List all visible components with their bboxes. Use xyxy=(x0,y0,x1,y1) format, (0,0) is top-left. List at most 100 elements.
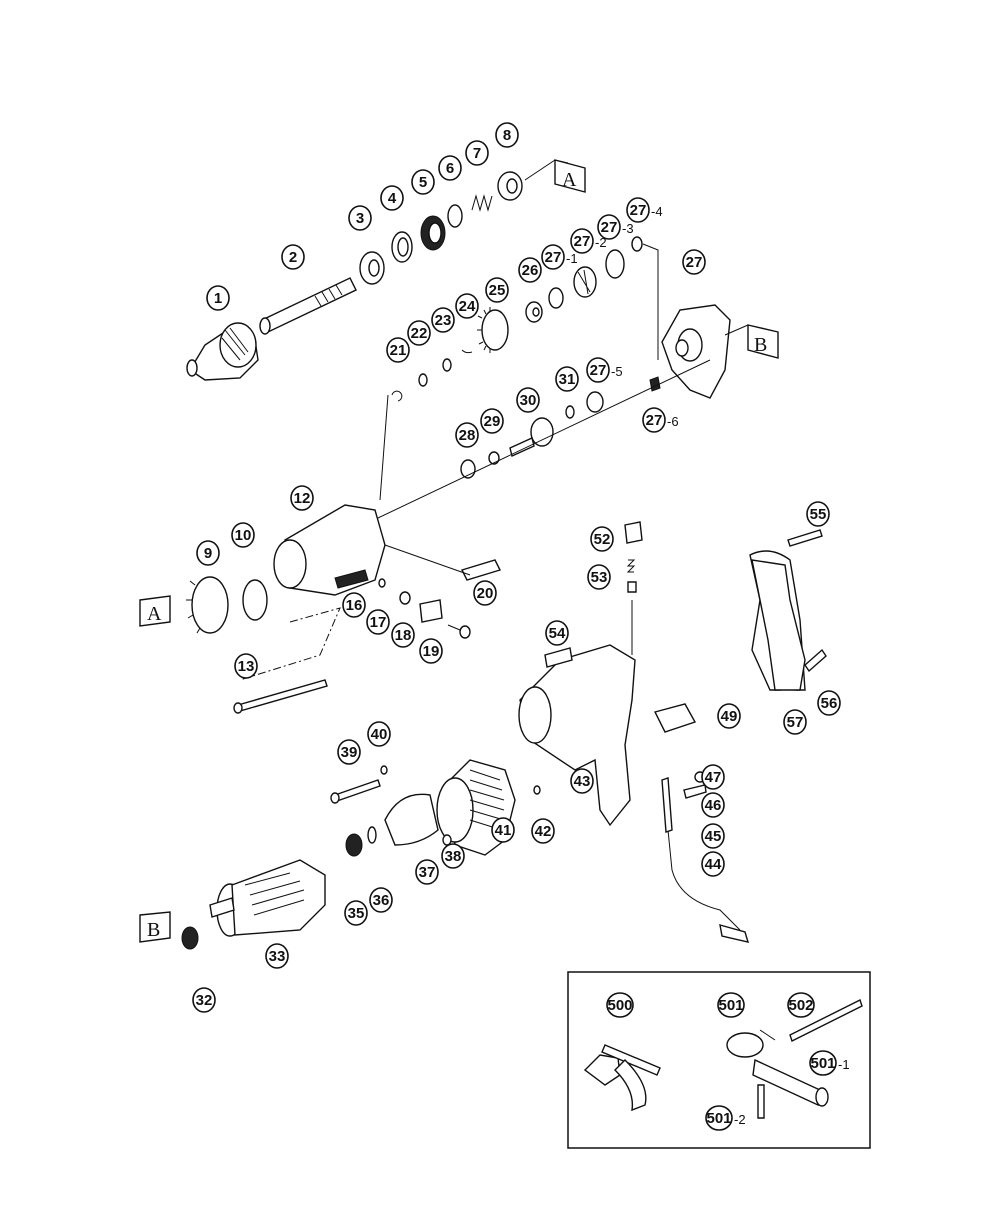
callout-27-4: 27-4 xyxy=(626,197,663,223)
part-19-screw xyxy=(447,624,471,639)
callout-suffix: -2 xyxy=(734,1112,746,1127)
callout-27-2: 27-2 xyxy=(570,228,607,254)
callout-circle xyxy=(541,244,565,270)
callout-27-5: 27-5 xyxy=(586,357,623,383)
callout-circle xyxy=(391,622,415,648)
part-5-bearing xyxy=(420,215,446,251)
callout-number: 39 xyxy=(341,744,358,761)
callout-circle xyxy=(817,690,841,716)
callout-suffix: -3 xyxy=(622,221,634,236)
callout-25: 25 xyxy=(485,277,509,303)
callout-21: 21 xyxy=(386,337,410,363)
callout-circle xyxy=(783,709,807,735)
callout-number: 27 xyxy=(686,254,703,271)
callout-suffix: -1 xyxy=(838,1057,850,1072)
callout-37: 37 xyxy=(415,859,439,885)
callout-number: 53 xyxy=(591,569,608,586)
callout-number: 3 xyxy=(356,210,364,227)
part-21-retaining-ring xyxy=(391,390,403,402)
callout-circle xyxy=(366,609,390,635)
callout-circle xyxy=(438,155,462,181)
callout-circle xyxy=(555,366,579,392)
callout-number: 31 xyxy=(559,371,576,388)
callout-number: 20 xyxy=(477,585,494,602)
callout-circle xyxy=(419,638,443,664)
part-46-cord-clip xyxy=(683,784,707,799)
callout-circle xyxy=(369,887,393,913)
callout-501: 501 xyxy=(717,992,745,1018)
part-31-washer xyxy=(565,405,575,419)
callout-1: 1 xyxy=(206,285,230,311)
callout-circle xyxy=(367,721,391,747)
callout-number: 43 xyxy=(574,773,591,790)
callout-number: 29 xyxy=(484,413,501,430)
part-56-screw xyxy=(804,648,827,673)
part-39-screw xyxy=(330,779,381,804)
callout-circle xyxy=(348,205,372,231)
callout-number: 35 xyxy=(348,905,365,922)
callout-4: 4 xyxy=(380,185,404,211)
callout-number: 56 xyxy=(821,695,838,712)
callout-number: 27 xyxy=(630,202,647,219)
centerline-12 xyxy=(239,607,341,681)
callout-10: 10 xyxy=(231,522,255,548)
callout-2: 2 xyxy=(281,244,305,270)
part-36-washer xyxy=(367,826,377,844)
part-40-washer xyxy=(380,765,388,775)
callout-number: 27 xyxy=(545,249,562,266)
callout-16: 16 xyxy=(342,592,366,618)
part-27-4-washer xyxy=(631,236,643,252)
callout-circle xyxy=(717,703,741,729)
callout-circle xyxy=(196,540,220,566)
callout-circle xyxy=(265,943,289,969)
callout-23: 23 xyxy=(431,307,455,333)
callout-501-2: 501-2 xyxy=(705,1105,746,1131)
callout-circle xyxy=(516,387,540,413)
callout-20: 20 xyxy=(473,580,497,606)
callout-number: 5 xyxy=(419,174,427,191)
part-502-depth-gauge xyxy=(789,999,863,1042)
part-4-ring xyxy=(391,231,413,263)
callout-circle xyxy=(192,987,216,1013)
callout-31: 31 xyxy=(555,366,579,392)
box-b-top-label: B xyxy=(754,334,767,356)
part-27-5-bushing xyxy=(586,391,604,413)
callout-57: 57 xyxy=(783,709,807,735)
callout-28: 28 xyxy=(455,422,479,448)
callout-6: 6 xyxy=(438,155,462,181)
callout-3: 3 xyxy=(348,205,372,231)
callout-number: 501 xyxy=(706,1110,731,1127)
callout-45: 45 xyxy=(701,823,725,849)
callout-number: 2 xyxy=(289,249,297,266)
callout-26: 26 xyxy=(518,257,542,283)
callout-49: 49 xyxy=(717,703,741,729)
callout-number: 57 xyxy=(787,714,804,731)
callout-33: 33 xyxy=(265,943,289,969)
callout-circle xyxy=(342,592,366,618)
part-6-washer xyxy=(447,204,463,228)
part-37-fan-baffle xyxy=(384,793,439,846)
part-1-drill-chuck xyxy=(186,322,259,381)
callout-circle xyxy=(590,526,614,552)
callout-501-1: 501-1 xyxy=(809,1050,850,1076)
part-49-switch xyxy=(653,703,697,733)
callout-17: 17 xyxy=(366,609,390,635)
callout-number: 500 xyxy=(607,997,632,1014)
part-22-washer xyxy=(418,373,428,387)
box-a-top-label: A xyxy=(562,169,577,191)
callout-35: 35 xyxy=(344,900,368,926)
part-27-1-bearing xyxy=(548,287,564,309)
callout-number: 55 xyxy=(810,506,827,523)
part-8-nut xyxy=(497,171,523,201)
callout-suffix: -2 xyxy=(595,235,607,250)
callout-number: 54 xyxy=(549,625,566,642)
callout-circle xyxy=(411,169,435,195)
callout-8: 8 xyxy=(495,122,519,148)
leader-21 xyxy=(379,394,389,501)
callout-29: 29 xyxy=(480,408,504,434)
callout-circle xyxy=(441,843,465,869)
box-b-left-label: B xyxy=(147,919,160,941)
callout-circle xyxy=(587,564,611,590)
callout-12: 12 xyxy=(290,485,314,511)
